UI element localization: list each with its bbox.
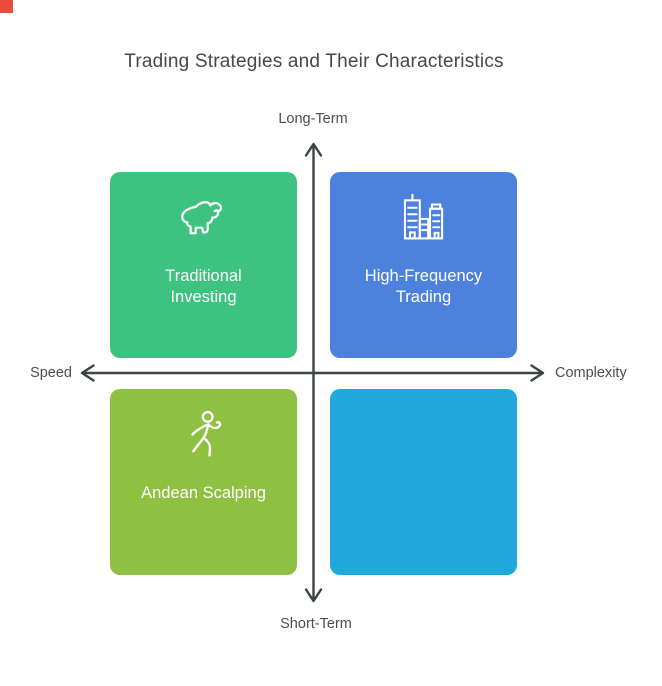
axis-label-long-term: Long-Term bbox=[278, 111, 348, 127]
arrowhead-left-icon bbox=[80, 364, 95, 382]
axis-label-speed: Speed bbox=[30, 365, 72, 381]
quadrant-empty bbox=[330, 389, 517, 575]
quadrant-label: Traditional Investing bbox=[165, 267, 242, 306]
quadrant-andean-scalping: Andean Scalping bbox=[110, 389, 297, 575]
quadrant-label: Andean Scalping bbox=[141, 484, 266, 502]
city-buildings-icon bbox=[398, 192, 450, 244]
arrowhead-right-icon bbox=[530, 364, 545, 382]
person-walking-icon bbox=[181, 409, 227, 461]
diagram-title: Trading Strategies and Their Characteris… bbox=[124, 51, 504, 72]
quadrant-high-frequency-trading: High-Frequency Trading bbox=[330, 172, 517, 358]
quadrant-traditional-investing: Traditional Investing bbox=[110, 172, 297, 358]
arrowhead-up-icon bbox=[304, 142, 323, 157]
quadrant-label: High-Frequency Trading bbox=[364, 267, 483, 306]
corner-marker bbox=[0, 0, 13, 13]
axis-label-short-term: Short-Term bbox=[280, 616, 352, 632]
axis-label-complexity: Complexity bbox=[555, 365, 627, 381]
arrowhead-down-icon bbox=[304, 588, 323, 603]
bull-icon bbox=[175, 192, 233, 244]
